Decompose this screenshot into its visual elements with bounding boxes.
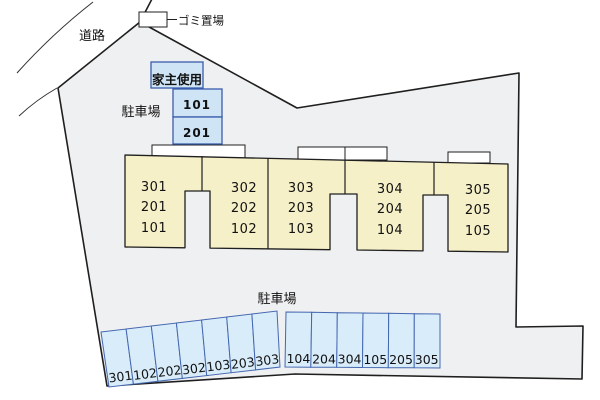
parking-slot-number: 102 bbox=[132, 365, 158, 383]
parking-slot-number: 302 bbox=[181, 360, 207, 378]
stair-box-middle bbox=[297, 146, 388, 161]
unit-3-rooms: 303 203 103 bbox=[288, 181, 314, 237]
room-number: 105 bbox=[465, 224, 491, 239]
building-outline bbox=[124, 154, 509, 253]
room-number: 302 bbox=[231, 181, 257, 196]
parking-group-right-numbers: 104 204 304 105 205 305 bbox=[286, 351, 438, 367]
parking-label-top: 駐車場 bbox=[121, 105, 160, 120]
road-label: 道路 bbox=[79, 28, 105, 44]
parking-group-left bbox=[100, 310, 281, 388]
stair-box-right bbox=[447, 151, 491, 164]
parking-group-right bbox=[284, 311, 441, 369]
owner-use-box bbox=[150, 61, 204, 89]
parking-slot-number: 103 bbox=[206, 357, 232, 375]
unit-2-rooms: 302 202 102 bbox=[231, 181, 257, 237]
unit-101-box bbox=[172, 88, 223, 118]
unit-101-label: 101 bbox=[183, 98, 211, 112]
unit-5-rooms: 305 205 105 bbox=[465, 183, 491, 239]
room-number: 301 bbox=[141, 180, 167, 195]
road-edge-lower bbox=[18, 87, 58, 117]
parking-slot-number: 204 bbox=[312, 352, 336, 367]
room-number: 103 bbox=[288, 222, 314, 237]
room-number: 201 bbox=[141, 200, 167, 215]
parking-slot-number: 202 bbox=[157, 362, 183, 380]
room-number: 303 bbox=[288, 181, 314, 196]
unit-4-rooms: 304 204 104 bbox=[377, 182, 403, 238]
parking-slot-number: 303 bbox=[254, 351, 280, 369]
parking-group-left-numbers: 301 102 202 302 103 203 303 bbox=[108, 351, 280, 385]
garbage-label: ゴミ置場 bbox=[178, 14, 224, 28]
room-number: 101 bbox=[141, 221, 167, 236]
parking-label-bottom: 駐車場 bbox=[257, 292, 296, 307]
parking-slot bbox=[251, 310, 281, 371]
parking-slot bbox=[413, 313, 441, 369]
room-number: 102 bbox=[231, 222, 257, 237]
unit-201-label: 201 bbox=[183, 126, 211, 140]
room-number: 304 bbox=[377, 182, 403, 197]
room-number: 203 bbox=[288, 201, 314, 216]
room-number: 202 bbox=[231, 201, 257, 216]
owner-use-label: 家主使用 bbox=[152, 72, 202, 87]
parking-slot-number: 203 bbox=[230, 354, 256, 372]
garbage-box bbox=[138, 11, 168, 28]
unit-201-box bbox=[172, 116, 223, 145]
parking-slot-number: 305 bbox=[415, 352, 439, 367]
room-number: 204 bbox=[377, 202, 403, 217]
parking-slot-number: 104 bbox=[286, 351, 310, 366]
room-number: 104 bbox=[377, 223, 403, 238]
unit-1-rooms: 301 201 101 bbox=[141, 180, 167, 236]
parking-slot-number: 301 bbox=[108, 368, 134, 386]
parking-slot-number: 205 bbox=[389, 352, 413, 367]
parking-slot-number: 105 bbox=[363, 352, 387, 367]
road-edge-upper bbox=[16, 1, 94, 74]
room-number: 205 bbox=[465, 203, 491, 218]
room-number: 305 bbox=[465, 183, 491, 198]
parking-slot-number: 304 bbox=[338, 352, 362, 367]
